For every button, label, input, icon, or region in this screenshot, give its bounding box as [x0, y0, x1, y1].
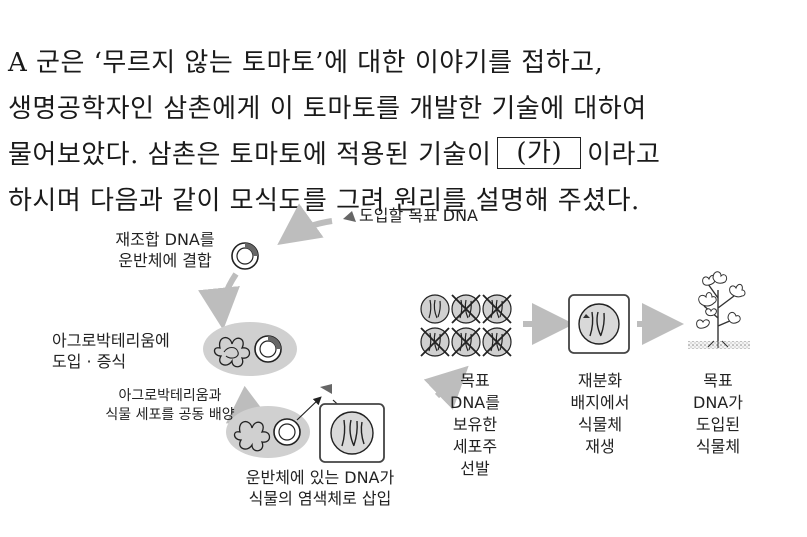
selection-line-3: 보유한 [452, 415, 498, 434]
regeneration-cell-icon [568, 294, 630, 354]
line3-end: 이라고 [587, 140, 661, 170]
arrow-dna-release [296, 396, 322, 421]
coculture-line-1: 아그로박테리움과 [118, 388, 222, 404]
insertion-line-2: 식물의 염색체로 삽입 [248, 489, 392, 508]
coculture-label: 아그로박테리움과 식물 세포를 공동 배양 [95, 387, 245, 425]
agro-intro-line-2: 도입 · 증식 [52, 352, 127, 371]
final-plant-label: 목표 DNA가 도입된 식물체 [676, 370, 760, 458]
final-plant-line-3: 도입된 [695, 415, 741, 434]
insertion-label: 운반체에 있는 DNA가 식물의 염색체로 삽입 [230, 467, 410, 509]
rejected-cell-icon [482, 294, 512, 324]
regeneration-label: 재분화 배지에서 식물체 재생 [555, 370, 645, 458]
intro-paragraph: A 군은 ‘무르지 않는 토마토’에 대한 이야기를 접하고, 생명공학자인 삼… [8, 40, 803, 224]
regeneration-line-4: 재생 [585, 437, 615, 456]
recombinant-line-1: 재조합 DNA를 [115, 230, 215, 249]
recombinant-label: 재조합 DNA를 운반체에 결합 [95, 229, 235, 271]
agro-intro-label: 아그로박테리움에 도입 · 증식 [52, 330, 170, 372]
insertion-line-1: 운반체에 있는 DNA가 [245, 468, 395, 487]
final-plant-line-1: 목표 [703, 371, 733, 390]
final-plant-line-4: 식물체 [695, 437, 741, 456]
agrobacterium-coculture-icon [226, 406, 310, 458]
rejected-cell-icon [451, 327, 481, 357]
paragraph-line-1: A 군은 ‘무르지 않는 토마토’에 대한 이야기를 접하고, [8, 48, 604, 78]
released-dna-fragment [320, 384, 332, 394]
selection-line-1: 목표 [460, 371, 490, 390]
paragraph-line-4: 하시며 다음과 같이 모식도를 그려 원리를 설명해 주셨다. [8, 186, 640, 216]
transgenic-plant-icon [688, 271, 750, 349]
selection-line-5: 선발 [460, 459, 490, 478]
paragraph-line-3: 물어보았다. 삼촌은 토마토에 적용된 기술이(가)이라고 [8, 132, 803, 178]
regeneration-line-2: 배지에서 [570, 393, 630, 412]
target-dna-label: 도입할 목표 DNA [359, 206, 479, 225]
cell-selection-grid [420, 294, 512, 357]
paragraph-line-2: 생명공학자인 삼촌에게 이 토마토를 개발한 기술에 대하여 [8, 94, 647, 124]
plant-cell-icon [319, 403, 385, 463]
arrow-to-selection [423, 365, 469, 410]
selection-line-4: 세포주 [452, 437, 498, 456]
arrow-target-to-vector [277, 203, 333, 246]
selection-label: 목표 DNA를 보유한 세포주 선발 [430, 370, 520, 480]
agrobacterium-cell-icon [203, 322, 297, 376]
rejected-cell-icon [451, 294, 481, 324]
rejected-cell-icon [420, 327, 450, 357]
plasmid-vector-icon [231, 242, 259, 270]
selection-line-2: DNA를 [450, 393, 500, 412]
arrow-vector-to-agro [198, 272, 240, 330]
target-dna-fragment [343, 211, 356, 222]
coculture-line-2: 식물 세포를 공동 배양 [105, 407, 235, 423]
line3-start: 물어보았다. 삼촌은 토마토에 적용된 기술이 [8, 140, 492, 170]
answer-blank-box: (가) [497, 137, 582, 169]
selected-cell-icon [420, 294, 450, 324]
agro-intro-line-1: 아그로박테리움에 [52, 331, 170, 350]
regeneration-line-3: 식물체 [577, 415, 623, 434]
rejected-cell-icon [482, 327, 512, 357]
recombinant-line-2: 운반체에 결합 [118, 251, 212, 270]
final-plant-line-2: DNA가 [693, 393, 743, 412]
regeneration-line-1: 재분화 [577, 371, 623, 390]
